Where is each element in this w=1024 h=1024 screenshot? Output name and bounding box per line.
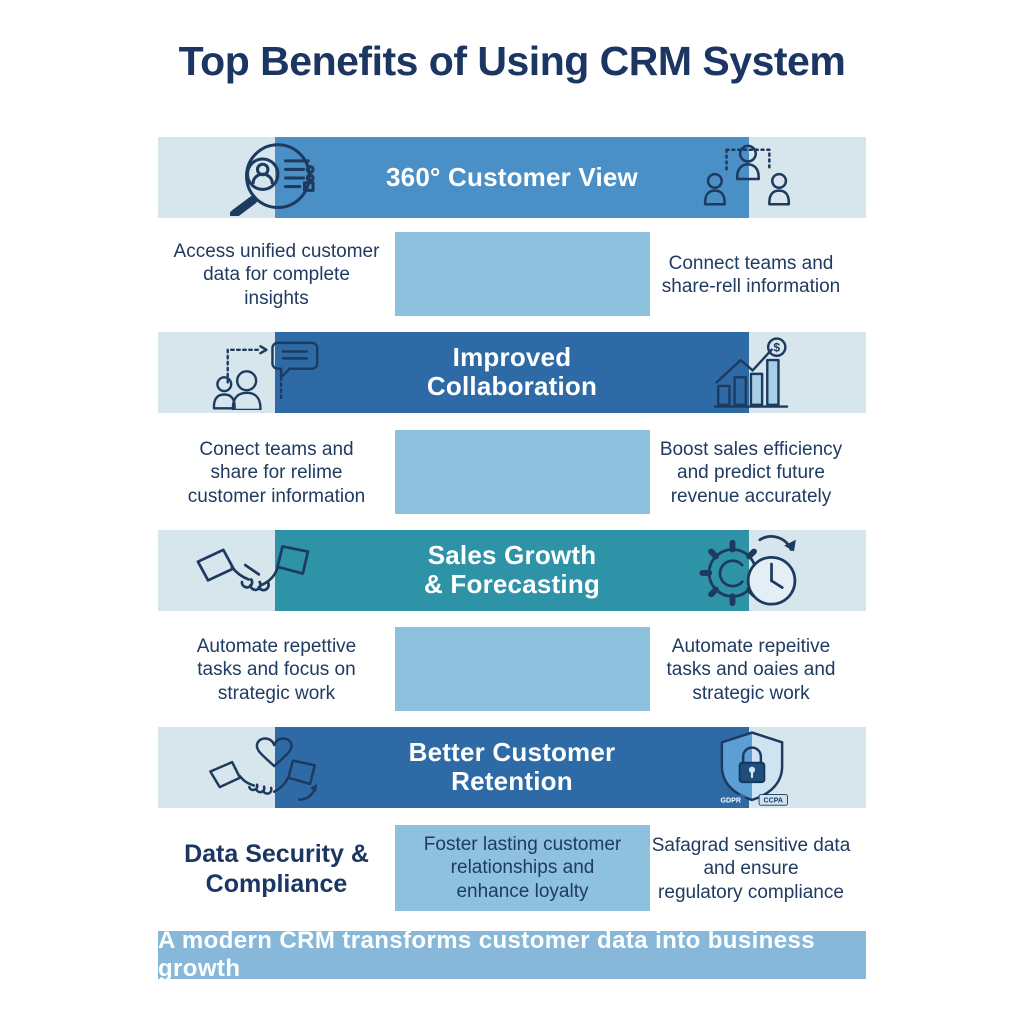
customer-view-center-box xyxy=(395,232,650,316)
banner-customer-view: 360° Customer View xyxy=(158,137,866,218)
banner-sales-growth-heading: Sales Growth & Forecasting xyxy=(424,539,600,600)
banner-retention-band xyxy=(275,727,749,808)
banner-customer-view-heading: 360° Customer View xyxy=(386,161,638,192)
banner-collaboration-band xyxy=(275,332,749,413)
dollar-sign-glyph: $ xyxy=(773,340,780,354)
page-title: Top Benefits of Using CRM System xyxy=(178,38,846,84)
banner-collaboration-heading: Improved Collaboration xyxy=(426,341,598,402)
banner-collaboration: Improved Collaboration xyxy=(158,332,866,413)
shield-label-left: GDPR xyxy=(721,797,741,805)
banner-customer-view-band xyxy=(275,137,749,218)
footer-text: A modern CRM transforms customer data in… xyxy=(158,927,815,982)
customer-view-left-text: Access unified customer data for complet… xyxy=(173,241,380,309)
handshake-heart-icon xyxy=(209,737,318,801)
security-left-heading: Data Security & Compliance xyxy=(184,840,369,898)
textrow-sales-growth: Automate repettive tasks and focus on st… xyxy=(158,627,866,713)
handshake-icon xyxy=(196,545,310,592)
sales-growth-left-text: Automate repettive tasks and focus on st… xyxy=(196,636,357,704)
sales-growth-center-box xyxy=(395,627,650,711)
security-center-box: Foster lasting customer relationships an… xyxy=(395,825,650,911)
security-right-text: Safagrad sensitive data and ensure regul… xyxy=(651,835,851,903)
footer-banner: A modern CRM transforms customer data in… xyxy=(158,927,866,982)
magnifier-profile-icon xyxy=(229,143,315,216)
collaboration-right-text: Boost sales efficiency and predict futur… xyxy=(659,439,843,507)
textrow-security: Data Security & Compliance Foster lastin… xyxy=(158,825,866,913)
customer-view-right-text: Connect teams and share-rell information xyxy=(661,252,841,297)
shield-lock-icon: GDPR CCPA xyxy=(716,731,788,806)
collaboration-center-box xyxy=(395,430,650,514)
textrow-customer-view: Access unified customer data for complet… xyxy=(158,232,866,318)
banner-sales-growth-band xyxy=(275,530,749,611)
sales-growth-right-text: Automate repeitive tasks and oaies and s… xyxy=(666,636,836,704)
textrow-collaboration: Conect teams and share for relime custom… xyxy=(158,430,866,516)
shield-label-right: CCPA xyxy=(764,797,784,805)
people-chat-icon xyxy=(212,341,319,410)
banner-retention-heading: Better Customer Retention xyxy=(408,736,616,797)
banner-sales-growth: Sales Growth & Forecasting xyxy=(158,530,866,611)
banner-retention: Better Customer Retention xyxy=(158,727,866,808)
collaboration-left-text: Conect teams and share for relime custom… xyxy=(187,439,366,507)
sales-chart-icon: $ xyxy=(713,337,789,408)
team-network-icon xyxy=(703,144,791,206)
gear-clock-icon xyxy=(699,535,797,607)
